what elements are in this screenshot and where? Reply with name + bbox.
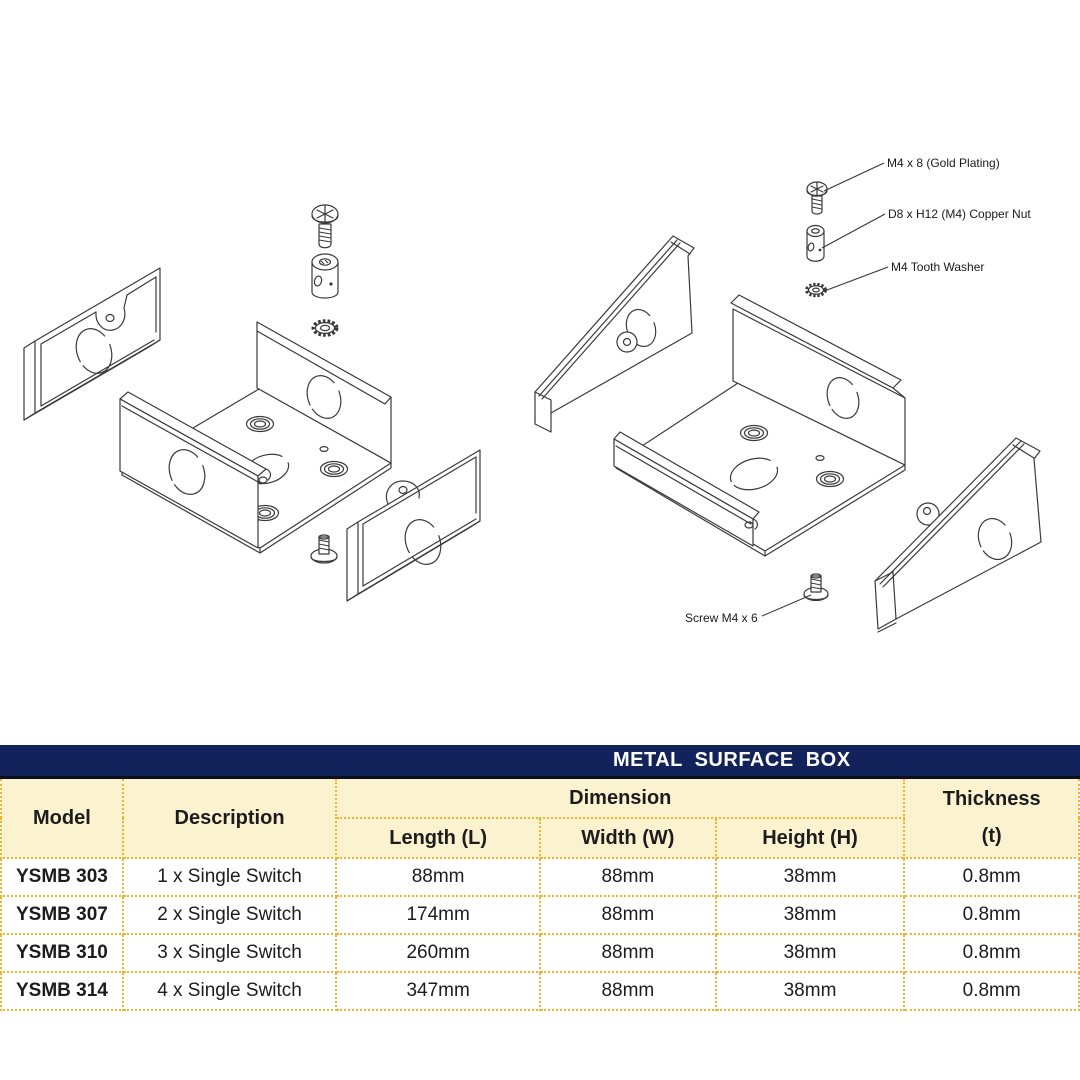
surface-box-right xyxy=(613,294,906,557)
header-row-1: Model Description Dimension Thickness (t… xyxy=(0,779,1080,859)
callout-tooth-washer: M4 Tooth Washer xyxy=(826,260,984,291)
knockout-ellipse xyxy=(404,519,442,565)
base-knockout xyxy=(729,457,779,491)
cell-width: 88mm xyxy=(538,971,717,1011)
cell-model: YSMB 303 xyxy=(0,857,124,897)
wall-knockout xyxy=(826,377,860,419)
screw-m4x6-left xyxy=(310,534,338,564)
box-back-wall xyxy=(256,321,392,464)
callout-label: D8 x H12 (M4) Copper Nut xyxy=(888,207,1031,221)
side-hole xyxy=(807,242,815,252)
callout-copper-nut: D8 x H12 (M4) Copper Nut xyxy=(821,207,1031,249)
tab-screw-hole xyxy=(398,485,408,495)
cell-length: 88mm xyxy=(335,857,541,897)
cell-description: 4 x Single Switch xyxy=(121,971,338,1011)
screw-m4x6-right xyxy=(803,573,829,602)
exploded-view-diagram: M4 x 8 (Gold Plating) D8 x H12 (M4) Copp… xyxy=(23,156,1042,633)
end-plate-right xyxy=(346,449,481,602)
countersunk-hole xyxy=(245,415,275,433)
table-row: YSMB 310 3 x Single Switch 260mm 88mm 38… xyxy=(0,933,1080,973)
col-header-model: Model xyxy=(0,779,124,859)
mounting-tab xyxy=(385,480,420,505)
mounting-tab xyxy=(616,331,638,353)
box-front-wall xyxy=(119,398,259,549)
front-flange xyxy=(613,438,754,547)
cell-thickness: 0.8mm xyxy=(903,933,1080,973)
wall-knockout xyxy=(168,449,206,495)
cell-length: 260mm xyxy=(335,933,541,973)
gusset-bracket-right xyxy=(874,437,1042,633)
cell-length: 174mm xyxy=(335,895,541,935)
spec-table: Model Description Dimension Thickness (t… xyxy=(0,779,1080,1011)
table-row: YSMB 314 4 x Single Switch 347mm 88mm 38… xyxy=(0,971,1080,1011)
tab-screw-hole xyxy=(105,313,115,323)
table-row: YSMB 307 2 x Single Switch 174mm 88mm 38… xyxy=(0,895,1080,935)
col-header-description: Description xyxy=(121,779,338,859)
cell-model: YSMB 307 xyxy=(0,895,124,935)
callout-screw-top: M4 x 8 (Gold Plating) xyxy=(823,156,1000,192)
thickness-label: Thickness xyxy=(942,788,1041,810)
countersunk-hole xyxy=(319,460,349,478)
screw-m4x8-right xyxy=(806,181,828,215)
wall-knockout xyxy=(306,375,342,419)
copper-nut-right xyxy=(806,224,825,262)
pilot-hole xyxy=(319,446,329,453)
tab-screw-hole xyxy=(922,506,932,516)
callout-label: M4 x 8 (Gold Plating) xyxy=(887,156,1000,170)
callout-label: M4 Tooth Washer xyxy=(891,260,984,274)
col-header-thickness: Thickness (t) xyxy=(903,779,1080,859)
cell-height: 38mm xyxy=(714,895,906,935)
cell-model: YSMB 314 xyxy=(0,971,124,1011)
cell-width: 88mm xyxy=(538,933,717,973)
cell-height: 38mm xyxy=(714,857,906,897)
tab-screw-hole xyxy=(622,337,632,347)
tooth-washer-left xyxy=(311,319,339,337)
cell-description: 1 x Single Switch xyxy=(121,857,338,897)
side-hole xyxy=(313,275,323,287)
thickness-unit: (t) xyxy=(981,825,1002,847)
back-wall-fold xyxy=(730,294,902,389)
callout-screw-bottom: Screw M4 x 6 xyxy=(685,594,812,625)
cell-thickness: 0.8mm xyxy=(903,895,1080,935)
cell-thickness: 0.8mm xyxy=(903,857,1080,897)
cell-description: 3 x Single Switch xyxy=(121,933,338,973)
cell-height: 38mm xyxy=(714,971,906,1011)
surface-box-left xyxy=(119,321,392,554)
knockout-ellipse xyxy=(75,328,113,374)
col-header-length: Length (L) xyxy=(335,817,541,859)
cell-height: 38mm xyxy=(714,933,906,973)
header-row-2: Length (L) Width (W) Height (H) xyxy=(1,817,1079,859)
cell-thickness: 0.8mm xyxy=(903,971,1080,1011)
cell-width: 88mm xyxy=(538,895,717,935)
countersunk-hole xyxy=(739,424,769,442)
mounting-tab xyxy=(95,294,128,331)
cell-model: YSMB 310 xyxy=(0,933,124,973)
spec-table-section: METAL SURFACE BOX Model Description Dime… xyxy=(0,745,1080,1011)
tooth-washer-right xyxy=(805,282,827,298)
cell-width: 88mm xyxy=(538,857,717,897)
gusset-bracket-left xyxy=(534,235,695,433)
cell-description: 2 x Single Switch xyxy=(121,895,338,935)
pilot-hole xyxy=(815,455,825,462)
exploded-view-left xyxy=(23,204,481,602)
table-row: YSMB 303 1 x Single Switch 88mm 88mm 38m… xyxy=(0,857,1080,897)
table-title-bar: METAL SURFACE BOX xyxy=(0,745,1080,779)
col-header-height: Height (H) xyxy=(714,817,906,859)
callout-label: Screw M4 x 6 xyxy=(685,611,758,625)
copper-nut-left xyxy=(311,253,339,299)
knockout-ellipse xyxy=(977,517,1013,561)
countersunk-hole xyxy=(815,470,845,488)
col-header-width: Width (W) xyxy=(538,817,717,859)
cell-length: 347mm xyxy=(335,971,541,1011)
end-plate-left xyxy=(23,267,161,421)
col-header-dimension: Dimension xyxy=(335,779,906,819)
exploded-view-right: M4 x 8 (Gold Plating) D8 x H12 (M4) Copp… xyxy=(534,156,1042,633)
box-back-wall xyxy=(732,308,906,466)
screw-m4x8-left xyxy=(311,204,339,249)
table-title: METAL SURFACE BOX xyxy=(613,749,851,771)
